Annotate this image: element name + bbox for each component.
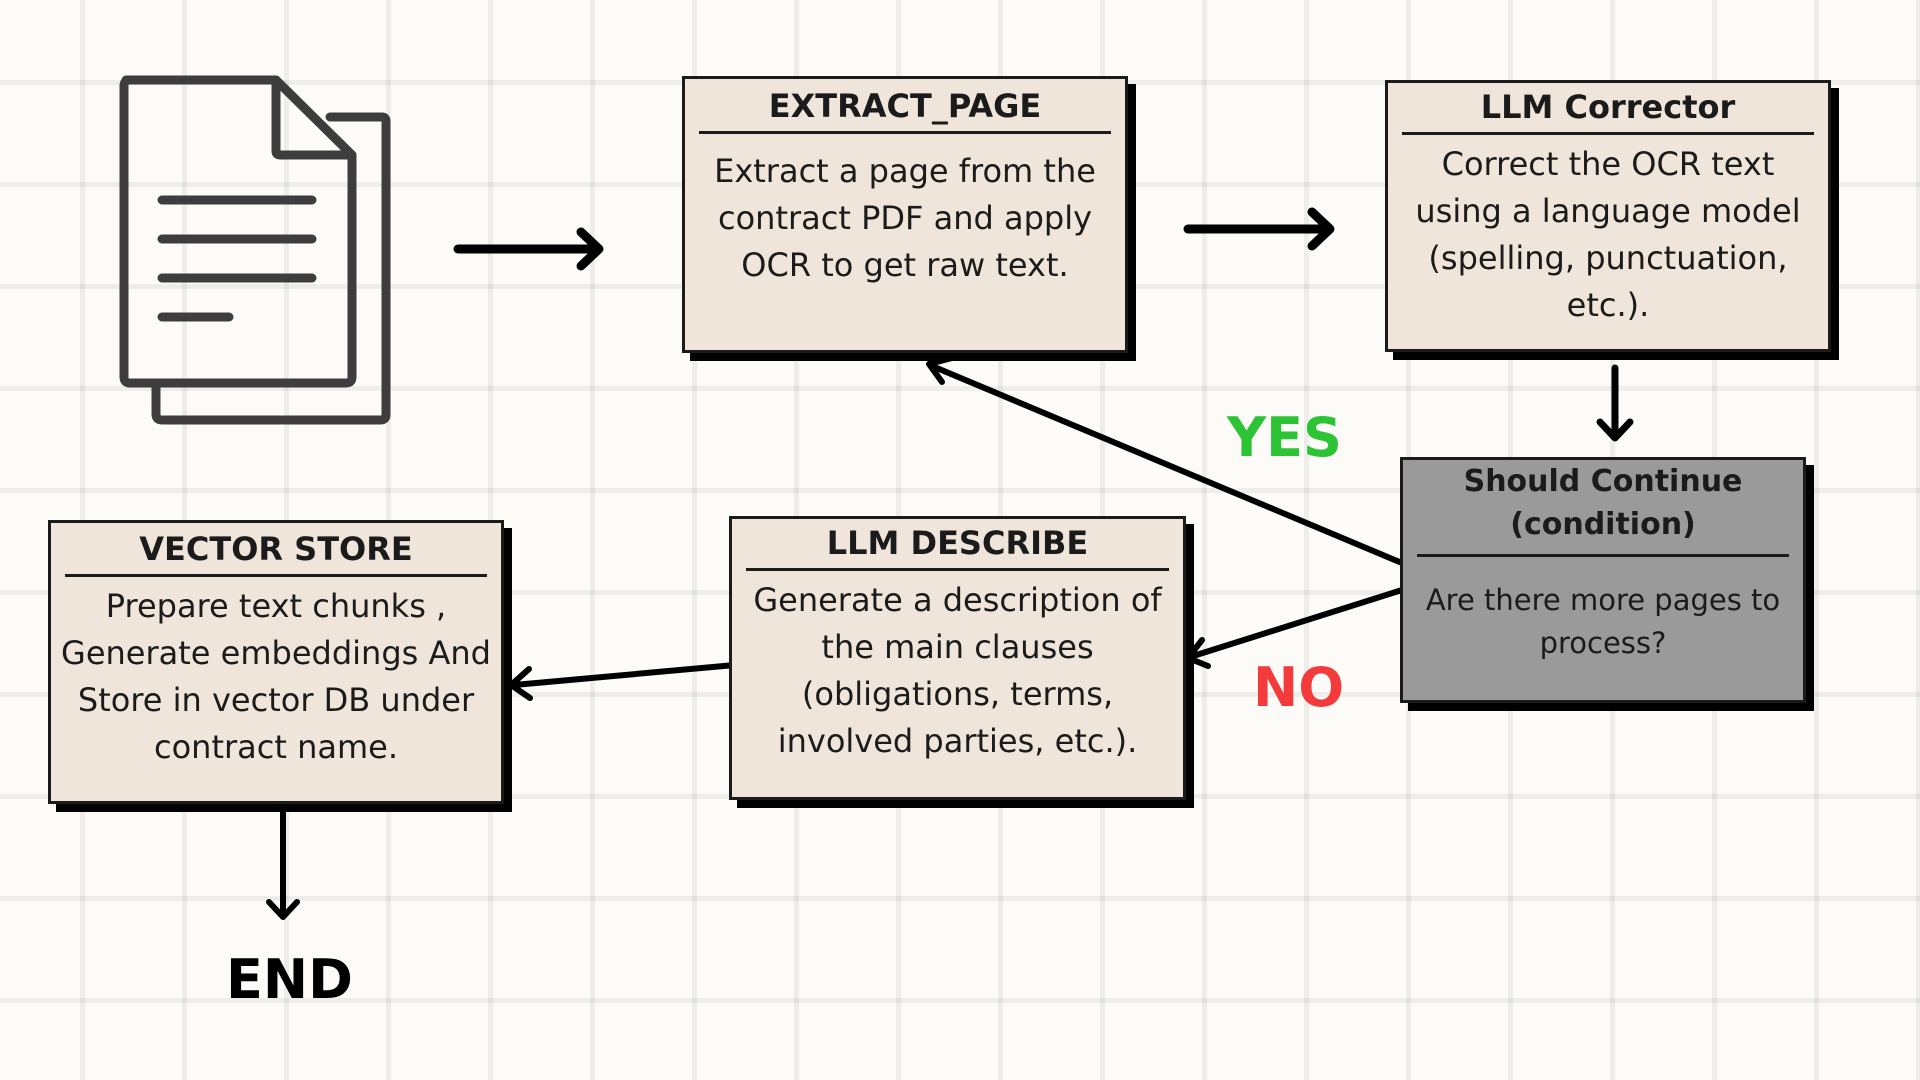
arrow-vector-to-end	[266, 809, 300, 920]
edge-label-no: NO	[1253, 656, 1345, 719]
node-vector-store-title: VECTOR STORE	[65, 530, 487, 577]
node-llm-describe: LLM DESCRIBE Generate a description of t…	[729, 516, 1186, 800]
documents-icon	[119, 75, 391, 425]
arrow-yes-loop	[926, 355, 1405, 566]
node-llm-describe-title: LLM DESCRIBE	[746, 524, 1169, 571]
arrow-extract-to-corrector	[1183, 207, 1335, 251]
end-label: END	[226, 948, 353, 1011]
node-llm-describe-body: Generate a description of the main claus…	[753, 581, 1162, 760]
node-should-continue: Should Continue (condition) Are there mo…	[1400, 457, 1806, 703]
node-vector-store: VECTOR STORE Prepare text chunks , Gener…	[48, 520, 504, 804]
node-llm-corrector: LLM Corrector Correct the OCR text using…	[1385, 80, 1831, 352]
node-extract-page-body: Extract a page from the contract PDF and…	[714, 152, 1096, 284]
node-should-continue-title: Should Continue (condition)	[1417, 460, 1789, 557]
node-llm-corrector-title: LLM Corrector	[1402, 88, 1814, 135]
node-llm-corrector-body: Correct the OCR text using a language mo…	[1415, 145, 1801, 324]
arrow-no-to-describe	[1185, 587, 1405, 669]
node-extract-page: EXTRACT_PAGE Extract a page from the con…	[682, 76, 1128, 353]
arrow-doc-to-extract	[453, 227, 604, 271]
node-should-continue-body: Are there more pages to process?	[1425, 583, 1781, 660]
node-extract-page-title: EXTRACT_PAGE	[699, 87, 1111, 134]
edge-label-yes: YES	[1227, 406, 1342, 469]
arrow-describe-to-vector	[508, 662, 738, 701]
node-vector-store-body: Prepare text chunks , Generate embedding…	[61, 587, 491, 766]
arrow-corrector-to-condition	[1596, 364, 1634, 442]
